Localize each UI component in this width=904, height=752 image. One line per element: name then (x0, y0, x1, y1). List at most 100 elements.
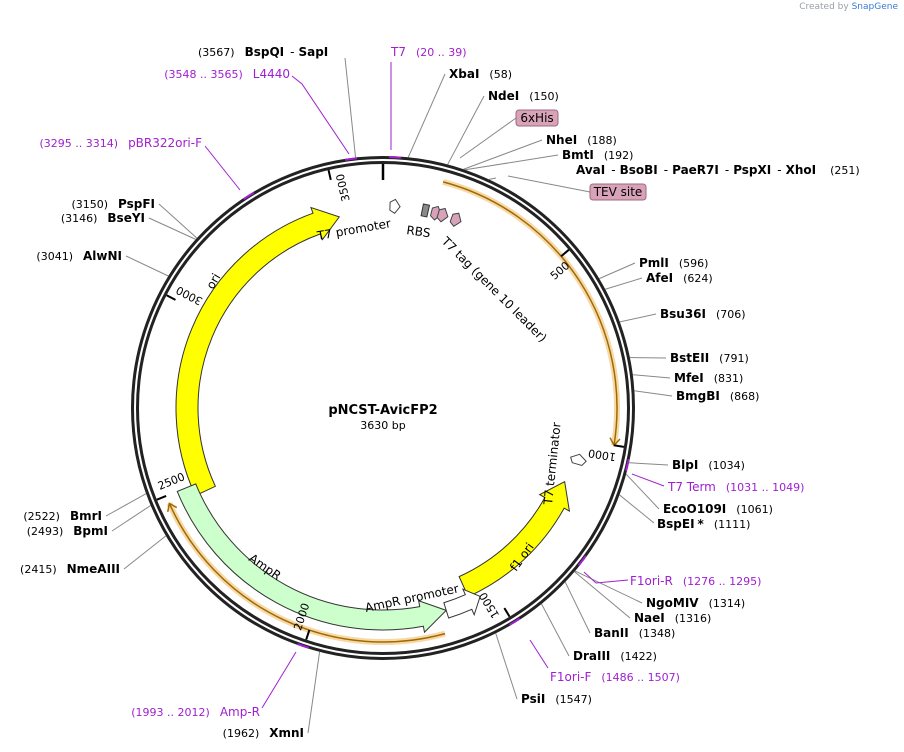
feature-arcs (166, 178, 621, 645)
enzyme-bmgbi-name: BmgBI (676, 389, 720, 403)
primer-marker-l4440 (344, 157, 358, 161)
tick-label: 1000 (587, 446, 617, 463)
leader-bspqi (344, 57, 357, 158)
enzyme-bspei-name: BspEI (657, 517, 695, 531)
enzyme-bsteii-pos: (791) (719, 352, 749, 365)
enzyme-bseyi-name: BseYI (107, 211, 145, 225)
enzyme-bmti: BmtI(192) (562, 148, 633, 162)
leader-avai (488, 177, 497, 180)
enzyme-bmgbi: BmgBI(868) (676, 389, 759, 403)
enzyme-pspfi-name: PspFI (118, 197, 155, 211)
leader-amp-r (261, 651, 297, 709)
enzyme-ngomiv-name: NgoMIV (646, 596, 699, 610)
primer-t7: T7(20 .. 39) (390, 45, 467, 59)
leader-bmgbi (634, 390, 673, 397)
leader-l4440 (291, 75, 350, 155)
enzyme-pmli-name: PmlI (639, 256, 669, 270)
enzyme-nmeaiii: (2415)NmeAIII (20, 562, 120, 576)
enzyme-bsu36i-name: Bsu36I (660, 307, 706, 321)
primer-t7-name: T7 (390, 45, 406, 59)
tick-mark (327, 169, 332, 181)
enzyme-draiii-pos: (1422) (620, 650, 657, 663)
enzyme-xbai-name: XbaI (449, 67, 479, 81)
enzyme-pspfi: (3150) PspFI (71, 197, 155, 211)
leader-bsu36i (619, 313, 657, 323)
enzyme-avai-pos: (251) (830, 164, 860, 177)
enzyme-bmti-name: BmtI (562, 148, 594, 162)
leader-pbr322ori-f (204, 145, 241, 191)
enzyme-nhei-pos: (188) (587, 134, 617, 147)
leader-ecoo109i (625, 473, 660, 510)
enzyme-nmeaiii-pos: (2415) (20, 563, 57, 576)
leader-psii (495, 633, 518, 700)
primer-f1ori-r: F1ori-R(1276 .. 1295) (630, 574, 761, 588)
enzyme-separator: - (290, 45, 294, 59)
enzyme-bseyi-pos: (3146) (61, 212, 98, 225)
enzyme-mfei-pos: (831) (714, 372, 744, 385)
enzyme-xmni: (1962)XmnI (223, 726, 304, 740)
enzyme-separator: - (664, 163, 668, 177)
enzyme-naei: NaeI(1316) (634, 611, 711, 625)
enzyme-psii-name: PsiI (521, 692, 545, 706)
enzyme-draiii-name: DraIII (573, 649, 610, 663)
primer-l4440-name: L4440 (253, 67, 290, 81)
enzyme-avai-name4: PspXI (733, 163, 771, 177)
plasmid-name: pNCST-AvicFP2 (328, 403, 437, 418)
watermark-brand: SnapGene (851, 2, 898, 12)
enzyme-bsu36i-pos: (706) (716, 308, 746, 321)
enzyme-bsteii: BstEII(791) (670, 351, 749, 365)
enzyme-xmni-name: XmnI (269, 726, 304, 740)
tick-mark (305, 629, 311, 640)
ori-label: ori (203, 271, 223, 292)
enzyme-separator: - (777, 163, 781, 177)
primer-l4440: (3548 .. 3565)L4440 (164, 67, 290, 81)
feature-6xhis-box (515, 109, 559, 127)
enzyme-nhei: NheI(188) (546, 133, 617, 147)
primer-marker-t7 (389, 156, 402, 159)
tick-mark (503, 607, 511, 618)
enzyme-afei: AfeI(624) (646, 271, 713, 285)
enzyme-alwni-pos: (3041) (36, 250, 73, 263)
t7-terminator-arrow (570, 453, 587, 467)
rbs-label: RBS (406, 223, 432, 240)
tick-mark (166, 294, 176, 301)
t7-tag-arrow-2 (436, 207, 449, 223)
leader-xmni (307, 651, 321, 734)
enzyme-banii-name: BanII (594, 626, 629, 640)
enzyme-mfei: MfeI(831) (674, 371, 743, 385)
leader-xbai (407, 73, 446, 158)
enzyme-ngomiv: NgoMIV(1314) (646, 596, 745, 610)
enzyme-naei-pos: (1316) (675, 612, 712, 625)
f1-ori-feature (458, 480, 571, 598)
feature-6xhis-label: 6xHis (520, 111, 553, 125)
primer-f1ori-r-range: (1276 .. 1295) (683, 575, 762, 588)
enzyme-blpi-pos: (1034) (708, 459, 745, 472)
backbone-circle (131, 156, 635, 660)
enzyme-pspfi-pos: (3150) (71, 198, 108, 211)
enzyme-xbai: XbaI(58) (449, 67, 512, 81)
enzyme-avai-name2: BsoBI (620, 163, 658, 177)
enzyme-avai-group: AvaI-BsoBI-PaeR7I-PspXI-XhoI(251) (576, 163, 860, 177)
primer-f1ori-f-range: (1486 .. 1507) (601, 671, 680, 684)
enzyme-bspqi-name: BspQI (245, 45, 285, 59)
primer-amp-r-name: Amp-R (220, 705, 260, 719)
leader-bmri (105, 493, 147, 517)
enzyme-bspqi-pos: (3567) (198, 46, 235, 59)
primer-amp-r: (1993 .. 2012)Amp-R (131, 705, 260, 719)
feature-tev-site-leader (507, 175, 591, 193)
enzyme-alwni: (3041)AlwNI (36, 249, 122, 263)
enzyme-avai-name: AvaI (576, 163, 605, 177)
enzyme-bpmi: (2493)BpmI (27, 524, 108, 538)
enzyme-bspqi-sapi: (3567) BspQI-SapI (198, 45, 328, 59)
primer-marker-amp-r (297, 643, 310, 649)
backbone-outer-ring (131, 156, 635, 660)
primer-marker-f1ori-r (577, 555, 587, 566)
enzyme-ndei: NdeI(150) (488, 89, 559, 103)
enzyme-pmli: PmlI(596) (639, 256, 708, 270)
leader-ngomiv (574, 570, 643, 604)
enzyme-sapi-name: SapI (298, 45, 328, 59)
enzyme-bmri: (2522)BmrI (23, 509, 102, 523)
